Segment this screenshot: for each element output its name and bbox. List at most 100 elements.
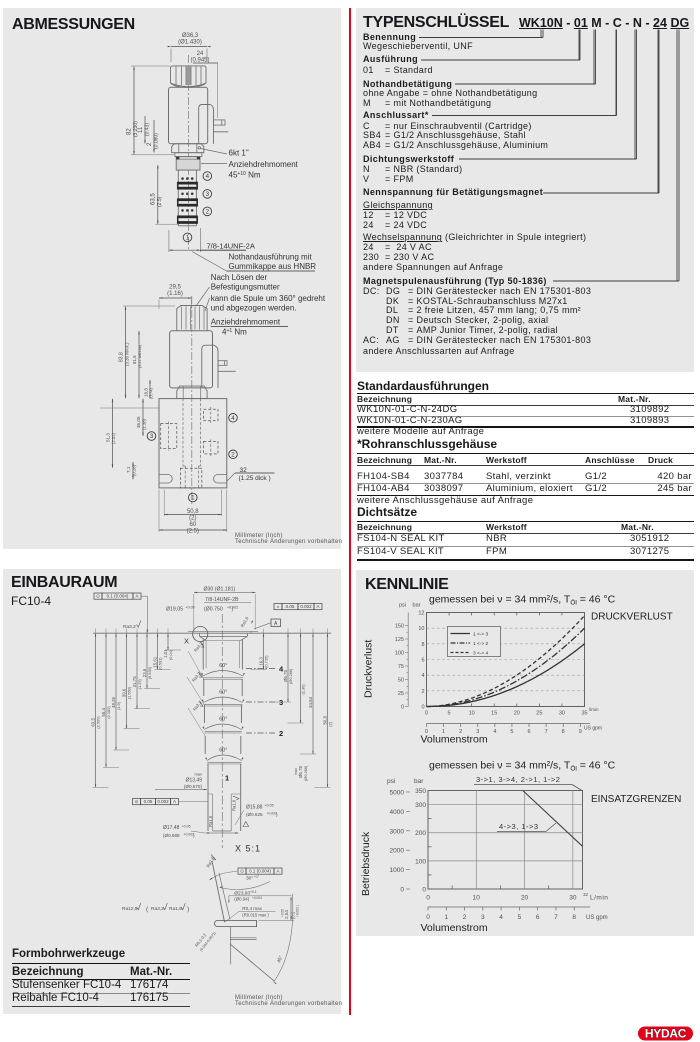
svg-text:4: 4 [499, 914, 503, 921]
svg-text:0: 0 [422, 887, 426, 894]
svg-text:0.002: 0.002 [157, 799, 169, 804]
svg-text:(2.5): (2.5) [187, 529, 199, 535]
svg-text:0.002: 0.002 [300, 604, 312, 609]
svg-text:(Ø0.268): (Ø0.268) [303, 765, 308, 781]
svg-text:Ø13,49: Ø13,49 [186, 778, 203, 784]
svg-text:A: A [276, 869, 279, 874]
svg-text:0: 0 [426, 914, 430, 921]
svg-text:X 5:1: X 5:1 [235, 844, 261, 854]
svg-text:l/min: l/min [589, 707, 599, 712]
svg-text:Ra3,2: Ra3,2 [123, 624, 136, 630]
svg-text:US gpm: US gpm [584, 726, 602, 732]
svg-text:): ) [187, 906, 189, 913]
svg-text:(1.16): (1.16) [167, 291, 183, 297]
svg-text:(0.715): (0.715) [263, 655, 268, 668]
svg-text:Anziehdrehmoment: Anziehdrehmoment [229, 160, 299, 169]
svg-text:7,1: 7,1 [126, 466, 131, 473]
svg-text:Ra1,6: Ra1,6 [232, 799, 237, 811]
svg-text:0.1 (0.004): 0.1 (0.004) [107, 594, 129, 599]
svg-text:(0.43): (0.43) [145, 123, 151, 136]
svg-text:Gummikappe aus HNBR: Gummikappe aus HNBR [229, 262, 317, 271]
svg-text:HYDAC: HYDAC [645, 1027, 687, 1041]
svg-text:(3.30 MAX.): (3.30 MAX.) [125, 342, 130, 366]
svg-text:4000: 4000 [390, 809, 405, 816]
svg-text:(Ø0.688: (Ø0.688 [163, 833, 180, 838]
svg-text:Volumenstrom: Volumenstrom [421, 734, 488, 746]
svg-text:Ra3,2: Ra3,2 [151, 906, 164, 912]
svg-text:R0,4 max: R0,4 max [242, 906, 262, 911]
svg-text:7: 7 [545, 729, 548, 735]
svg-text:+0.05: +0.05 [265, 804, 274, 808]
svg-text:Betriebsdruck: Betriebsdruck [360, 831, 372, 896]
svg-text:3->1, 3->4, 2->1, 1->2: 3->1, 3->4, 2->1, 1->2 [476, 775, 560, 784]
svg-text:39,6: 39,6 [122, 688, 127, 697]
svg-text:63,5: 63,5 [151, 193, 157, 205]
svg-text:60: 60 [189, 522, 196, 528]
svg-text:(1.25 dick ): (1.25 dick ) [239, 475, 271, 482]
svg-text:4: 4 [231, 415, 235, 422]
svg-text:60°: 60° [219, 748, 227, 754]
svg-text:8: 8 [562, 729, 565, 735]
svg-text:(Ø0.94): (Ø0.94) [234, 897, 249, 902]
svg-text:): ) [193, 833, 195, 838]
svg-text:29,5: 29,5 [169, 285, 181, 291]
svg-text:1: 1 [444, 914, 448, 921]
svg-text:(0.080): (0.080) [154, 133, 160, 149]
svg-text:(: ( [146, 906, 149, 913]
svg-text:(Ø0.625: (Ø0.625 [246, 812, 263, 817]
svg-text:15,61: 15,61 [153, 656, 158, 668]
svg-text:Ra3,2: Ra3,2 [191, 671, 202, 683]
svg-text:2: 2 [231, 451, 235, 458]
svg-text:50,8: 50,8 [323, 716, 328, 725]
svg-text:8: 8 [572, 914, 576, 921]
svg-text:(R0.015 max ): (R0.015 max ) [242, 913, 269, 918]
svg-text:(3.21 without): (3.21 without) [138, 344, 142, 368]
svg-text:+1°: +1° [254, 875, 260, 879]
svg-text:+0.002: +0.002 [184, 833, 195, 837]
svg-text:(2.180): (2.180) [106, 706, 111, 719]
svg-text:2: 2 [147, 142, 153, 146]
svg-text:Ø17,48: Ø17,48 [163, 825, 180, 831]
svg-text:Ø6,75: Ø6,75 [298, 765, 303, 778]
svg-text:60°: 60° [219, 717, 227, 723]
svg-text:125: 125 [395, 637, 404, 643]
svg-text:A: A [173, 799, 176, 804]
svg-text:Ø30 (Ø1.181): Ø30 (Ø1.181) [204, 587, 236, 593]
svg-text:25: 25 [398, 691, 404, 697]
svg-text:0: 0 [421, 705, 424, 711]
svg-text:X: X [184, 637, 189, 646]
svg-text:Ø19,05: Ø19,05 [166, 607, 183, 613]
svg-text:2: 2 [279, 729, 283, 738]
svg-text:3: 3 [481, 914, 485, 921]
svg-text:(Ø0.266): (Ø0.266) [288, 668, 293, 684]
svg-text:9: 9 [579, 729, 582, 735]
svg-text:Druckverlust: Druckverlust [363, 640, 375, 698]
svg-text:5000: 5000 [390, 789, 405, 796]
svg-text:(0.930): (0.930) [147, 666, 152, 679]
svg-text:4->3, 1->3: 4->3, 1->3 [499, 822, 539, 831]
svg-text:150: 150 [395, 623, 404, 629]
svg-text:30°: 30° [246, 876, 253, 882]
svg-text:(1.9): (1.9) [116, 701, 121, 710]
svg-text:∝: ∝ [276, 604, 280, 609]
svg-text:5: 5 [518, 914, 522, 921]
svg-text:4: 4 [493, 729, 496, 735]
svg-text:A: A [274, 621, 278, 627]
svg-text:Ra1,6: Ra1,6 [240, 615, 250, 628]
svg-text:50: 50 [398, 677, 404, 683]
svg-text:Ø15,88: Ø15,88 [246, 805, 263, 811]
svg-text:(Ø1.430): (Ø1.430) [178, 40, 202, 46]
svg-text:Ø6,75: Ø6,75 [283, 669, 288, 682]
svg-text:gemessen bei ν = 34 mm²/s, TÖl: gemessen bei ν = 34 mm²/s, TÖl = 46 °C [429, 760, 616, 773]
svg-text:Ra12,5: Ra12,5 [122, 906, 138, 912]
svg-text:30: 30 [569, 895, 577, 902]
svg-text:3000: 3000 [390, 828, 405, 835]
svg-text:bar: bar [413, 603, 421, 609]
svg-text:L/min: L/min [590, 895, 608, 902]
svg-text:Volumenstrom: Volumenstrom [421, 922, 488, 934]
svg-text:0: 0 [400, 887, 404, 894]
svg-text:⊙: ⊙ [135, 799, 139, 804]
svg-text:1: 1 [225, 774, 229, 783]
svg-text:Ø23,93: Ø23,93 [234, 891, 250, 897]
svg-text:45+10 Nm: 45+10 Nm [229, 171, 261, 180]
